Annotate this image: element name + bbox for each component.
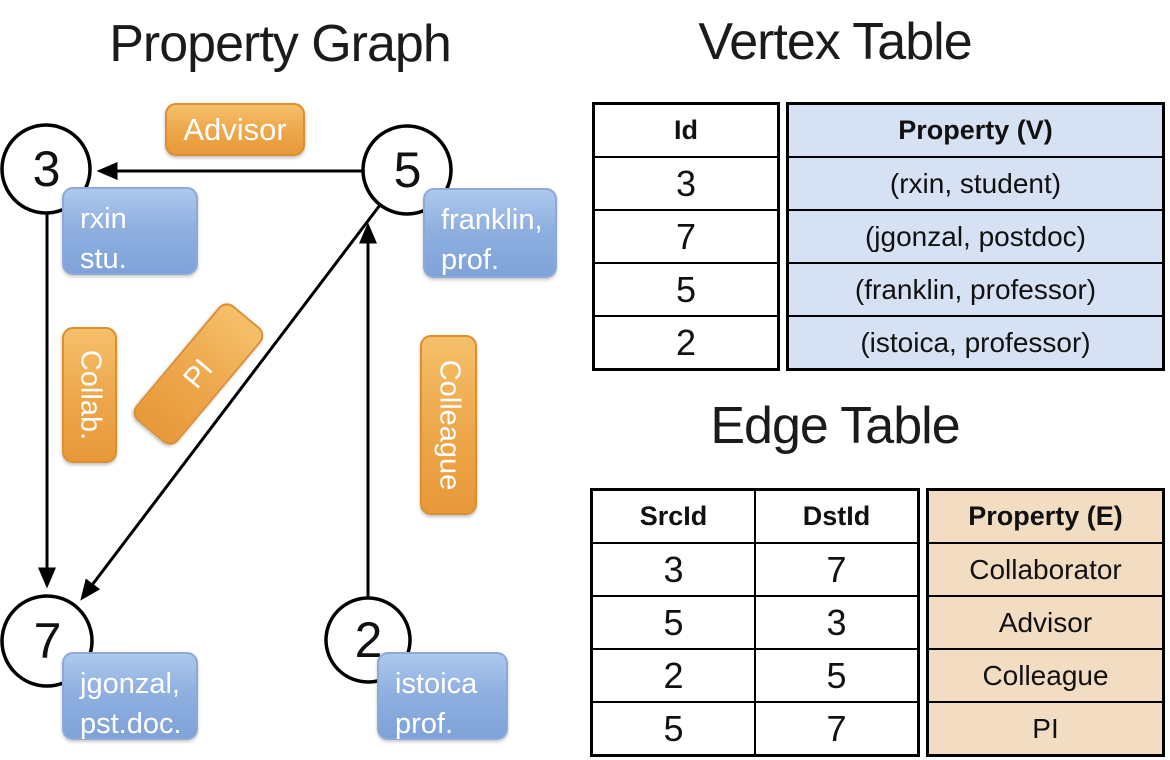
edge-table-dstid-column: DstId 7 3 5 7: [756, 491, 917, 754]
node-id-7: 7: [33, 613, 62, 669]
table-cell: (istoica, professor): [789, 317, 1162, 368]
edge-label-collab-text: Collab.: [74, 349, 106, 441]
vertex-label-3-line2: stu.: [80, 243, 127, 275]
vertex-table-id-column: Id 3 7 5 2: [592, 102, 780, 371]
table-cell: (jgonzal, postdoc): [789, 211, 1162, 264]
table-cell: 5: [595, 264, 777, 317]
table-cell: (franklin, professor): [789, 264, 1162, 317]
edge-label-advisor: Advisor: [165, 103, 305, 156]
table-cell: 7: [595, 211, 777, 264]
edge-label-pi-text: PI: [177, 352, 220, 395]
edge-label-collab: Collab.: [62, 327, 117, 463]
table-cell: 7: [826, 707, 847, 749]
table-cell: 7: [756, 544, 917, 597]
vertex-label-7-line2: pst.doc.: [80, 708, 182, 740]
table-cell: 3: [595, 158, 777, 211]
vertex-label-2-line1: istoica: [395, 668, 478, 700]
vertex-table-property-header: Property (V): [789, 105, 1162, 158]
vertex-label-3: rxin stu.: [62, 187, 198, 275]
table-cell: 3: [756, 597, 917, 650]
edge-table-srcid-header: SrcId: [593, 491, 754, 544]
table-cell: Collaborator: [929, 544, 1162, 597]
table-cell: 5: [663, 707, 684, 749]
table-cell: 2: [675, 321, 697, 363]
vertex-table-title: Vertex Table: [698, 13, 972, 71]
table-cell: 5: [756, 650, 917, 703]
edge-table-property-column: Property (E) Collaborator Advisor Collea…: [926, 488, 1165, 757]
table-cell: 3: [593, 544, 754, 597]
vertex-label-2: istoica prof.: [377, 652, 508, 740]
edge-table-srcid-column: SrcId 3 5 2 5: [593, 491, 756, 754]
vertex-label-7-line1: jgonzal,: [80, 668, 180, 700]
edge-label-colleague-text: Colleague: [433, 359, 465, 491]
edge-table-title: Edge Table: [710, 397, 960, 455]
vertex-label-3-line1: rxin: [80, 203, 127, 235]
table-cell: Colleague: [929, 650, 1162, 703]
table-cell: (rxin, student): [789, 158, 1162, 211]
edge-label-advisor-text: Advisor: [183, 111, 287, 147]
edge-table-id-columns: SrcId 3 5 2 5 DstId 7 3 5 7: [590, 488, 920, 757]
edge-table-dstid-header: DstId: [756, 491, 917, 544]
edge-table-property-header: Property (E): [929, 491, 1162, 544]
vertex-label-5: franklin, prof.: [423, 188, 557, 278]
vertex-table-property-column: Property (V) (rxin, student) (jgonzal, p…: [786, 102, 1165, 371]
table-cell: PI: [929, 703, 1162, 754]
table-cell: 2: [593, 650, 754, 703]
property-graph-title: Property Graph: [109, 15, 452, 73]
table-cell: 5: [593, 597, 754, 650]
vertex-table-id-header: Id: [595, 105, 777, 158]
vertex-label-5-line2: prof.: [441, 244, 500, 276]
table-cell: Advisor: [929, 597, 1162, 650]
edge-pi-5-to-7: [80, 204, 382, 601]
node-id-3: 3: [32, 141, 61, 197]
vertex-label-5-line1: franklin,: [441, 204, 543, 236]
edge-label-colleague: Colleague: [420, 335, 477, 515]
vertex-label-7: jgonzal, pst.doc.: [62, 652, 198, 740]
node-id-5: 5: [393, 142, 422, 198]
vertex-label-2-line2: prof.: [395, 708, 454, 740]
